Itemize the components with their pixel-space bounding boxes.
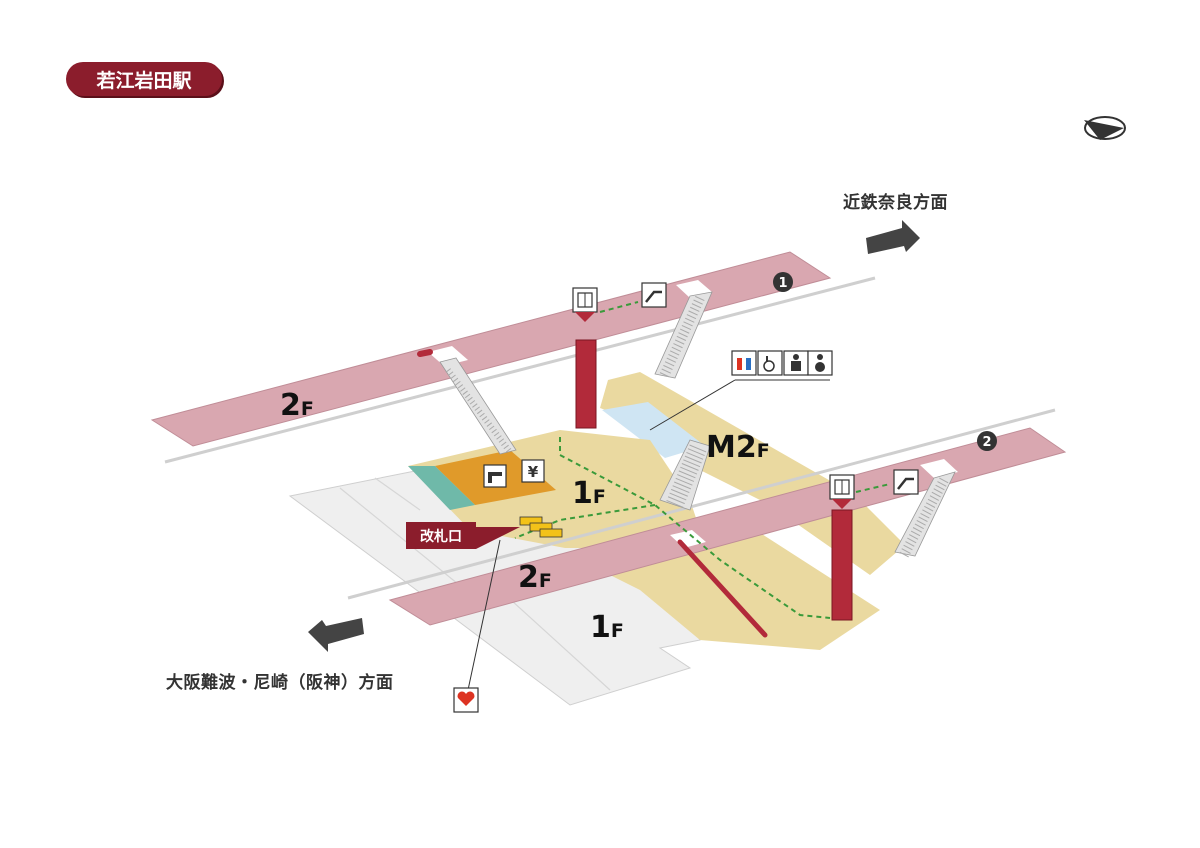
floor-number: 1	[590, 610, 611, 645]
floor-suffix: F	[592, 486, 606, 508]
ostomate-icon	[783, 350, 809, 376]
facility-leader-line	[649, 379, 736, 431]
mezzanine-m2f-area	[600, 372, 905, 575]
elevator-shaft	[831, 509, 853, 621]
floor-number: 2	[280, 388, 301, 423]
ground-divider	[499, 589, 611, 691]
restroom-area	[602, 402, 705, 458]
elevator-icon	[572, 287, 598, 313]
aed-icon	[453, 687, 479, 713]
platform2-number-circle	[977, 431, 997, 451]
yen-icon: ¥	[521, 459, 545, 483]
teal-area	[408, 466, 475, 510]
ticket-gate-label: 改札口	[406, 522, 476, 549]
direction-namba: 大阪難波・尼崎（阪神）方面	[166, 673, 394, 693]
rail-track	[164, 276, 876, 464]
escalator	[417, 349, 433, 357]
stair-opening	[670, 530, 706, 548]
floor-label-ground-1f: 1F	[590, 610, 624, 645]
platform1-number-circle	[773, 272, 793, 292]
accessible-route	[855, 483, 891, 493]
floor-suffix: F	[756, 440, 770, 462]
aed-leader-line	[467, 539, 501, 691]
stair-opening	[920, 459, 958, 478]
wheelchair-icon	[757, 350, 783, 376]
escalator-icon	[893, 469, 919, 495]
escalator	[677, 539, 768, 638]
escalator-icon	[641, 282, 667, 308]
elevator-marker	[832, 499, 852, 509]
floor-label-upper-2f: 2F	[280, 388, 314, 423]
direction-nara: 近鉄奈良方面	[843, 193, 948, 213]
ticket-gate	[539, 528, 563, 538]
yen-symbol: ¥	[528, 463, 539, 481]
restroom-icon	[731, 350, 757, 376]
floor-suffix: F	[300, 398, 314, 420]
platform1-number: 1	[778, 276, 787, 291]
stair-steps	[665, 444, 707, 510]
elevator-icon	[829, 474, 855, 500]
floor-number: 1	[572, 476, 593, 511]
floor-number: 2	[518, 560, 539, 595]
elevator-shaft	[575, 339, 597, 429]
platform2-number: 2	[982, 435, 991, 450]
stairs	[439, 357, 517, 455]
gate-pointer	[476, 527, 520, 549]
accessible-route	[514, 504, 656, 539]
floor-label-m2f: M2F	[706, 430, 770, 465]
floor-suffix: F	[538, 570, 552, 592]
station-name-badge: 若江岩田駅	[66, 62, 222, 96]
floor-number: M2	[706, 430, 757, 465]
floor-label-concourse-1f: 1F	[572, 476, 606, 511]
floor-suffix: F	[610, 620, 624, 642]
floor-label-lower-2f: 2F	[518, 560, 552, 595]
accessible-route	[599, 301, 639, 313]
arrow-to-namba	[308, 618, 364, 652]
rail-track	[347, 408, 1056, 600]
ticket-machine-icon	[483, 464, 507, 488]
compass-icon	[1084, 116, 1126, 140]
elevator-marker	[575, 312, 595, 322]
baby-care-icon	[807, 350, 833, 376]
ground-divider	[374, 477, 421, 511]
arrow-to-nara	[866, 220, 920, 254]
